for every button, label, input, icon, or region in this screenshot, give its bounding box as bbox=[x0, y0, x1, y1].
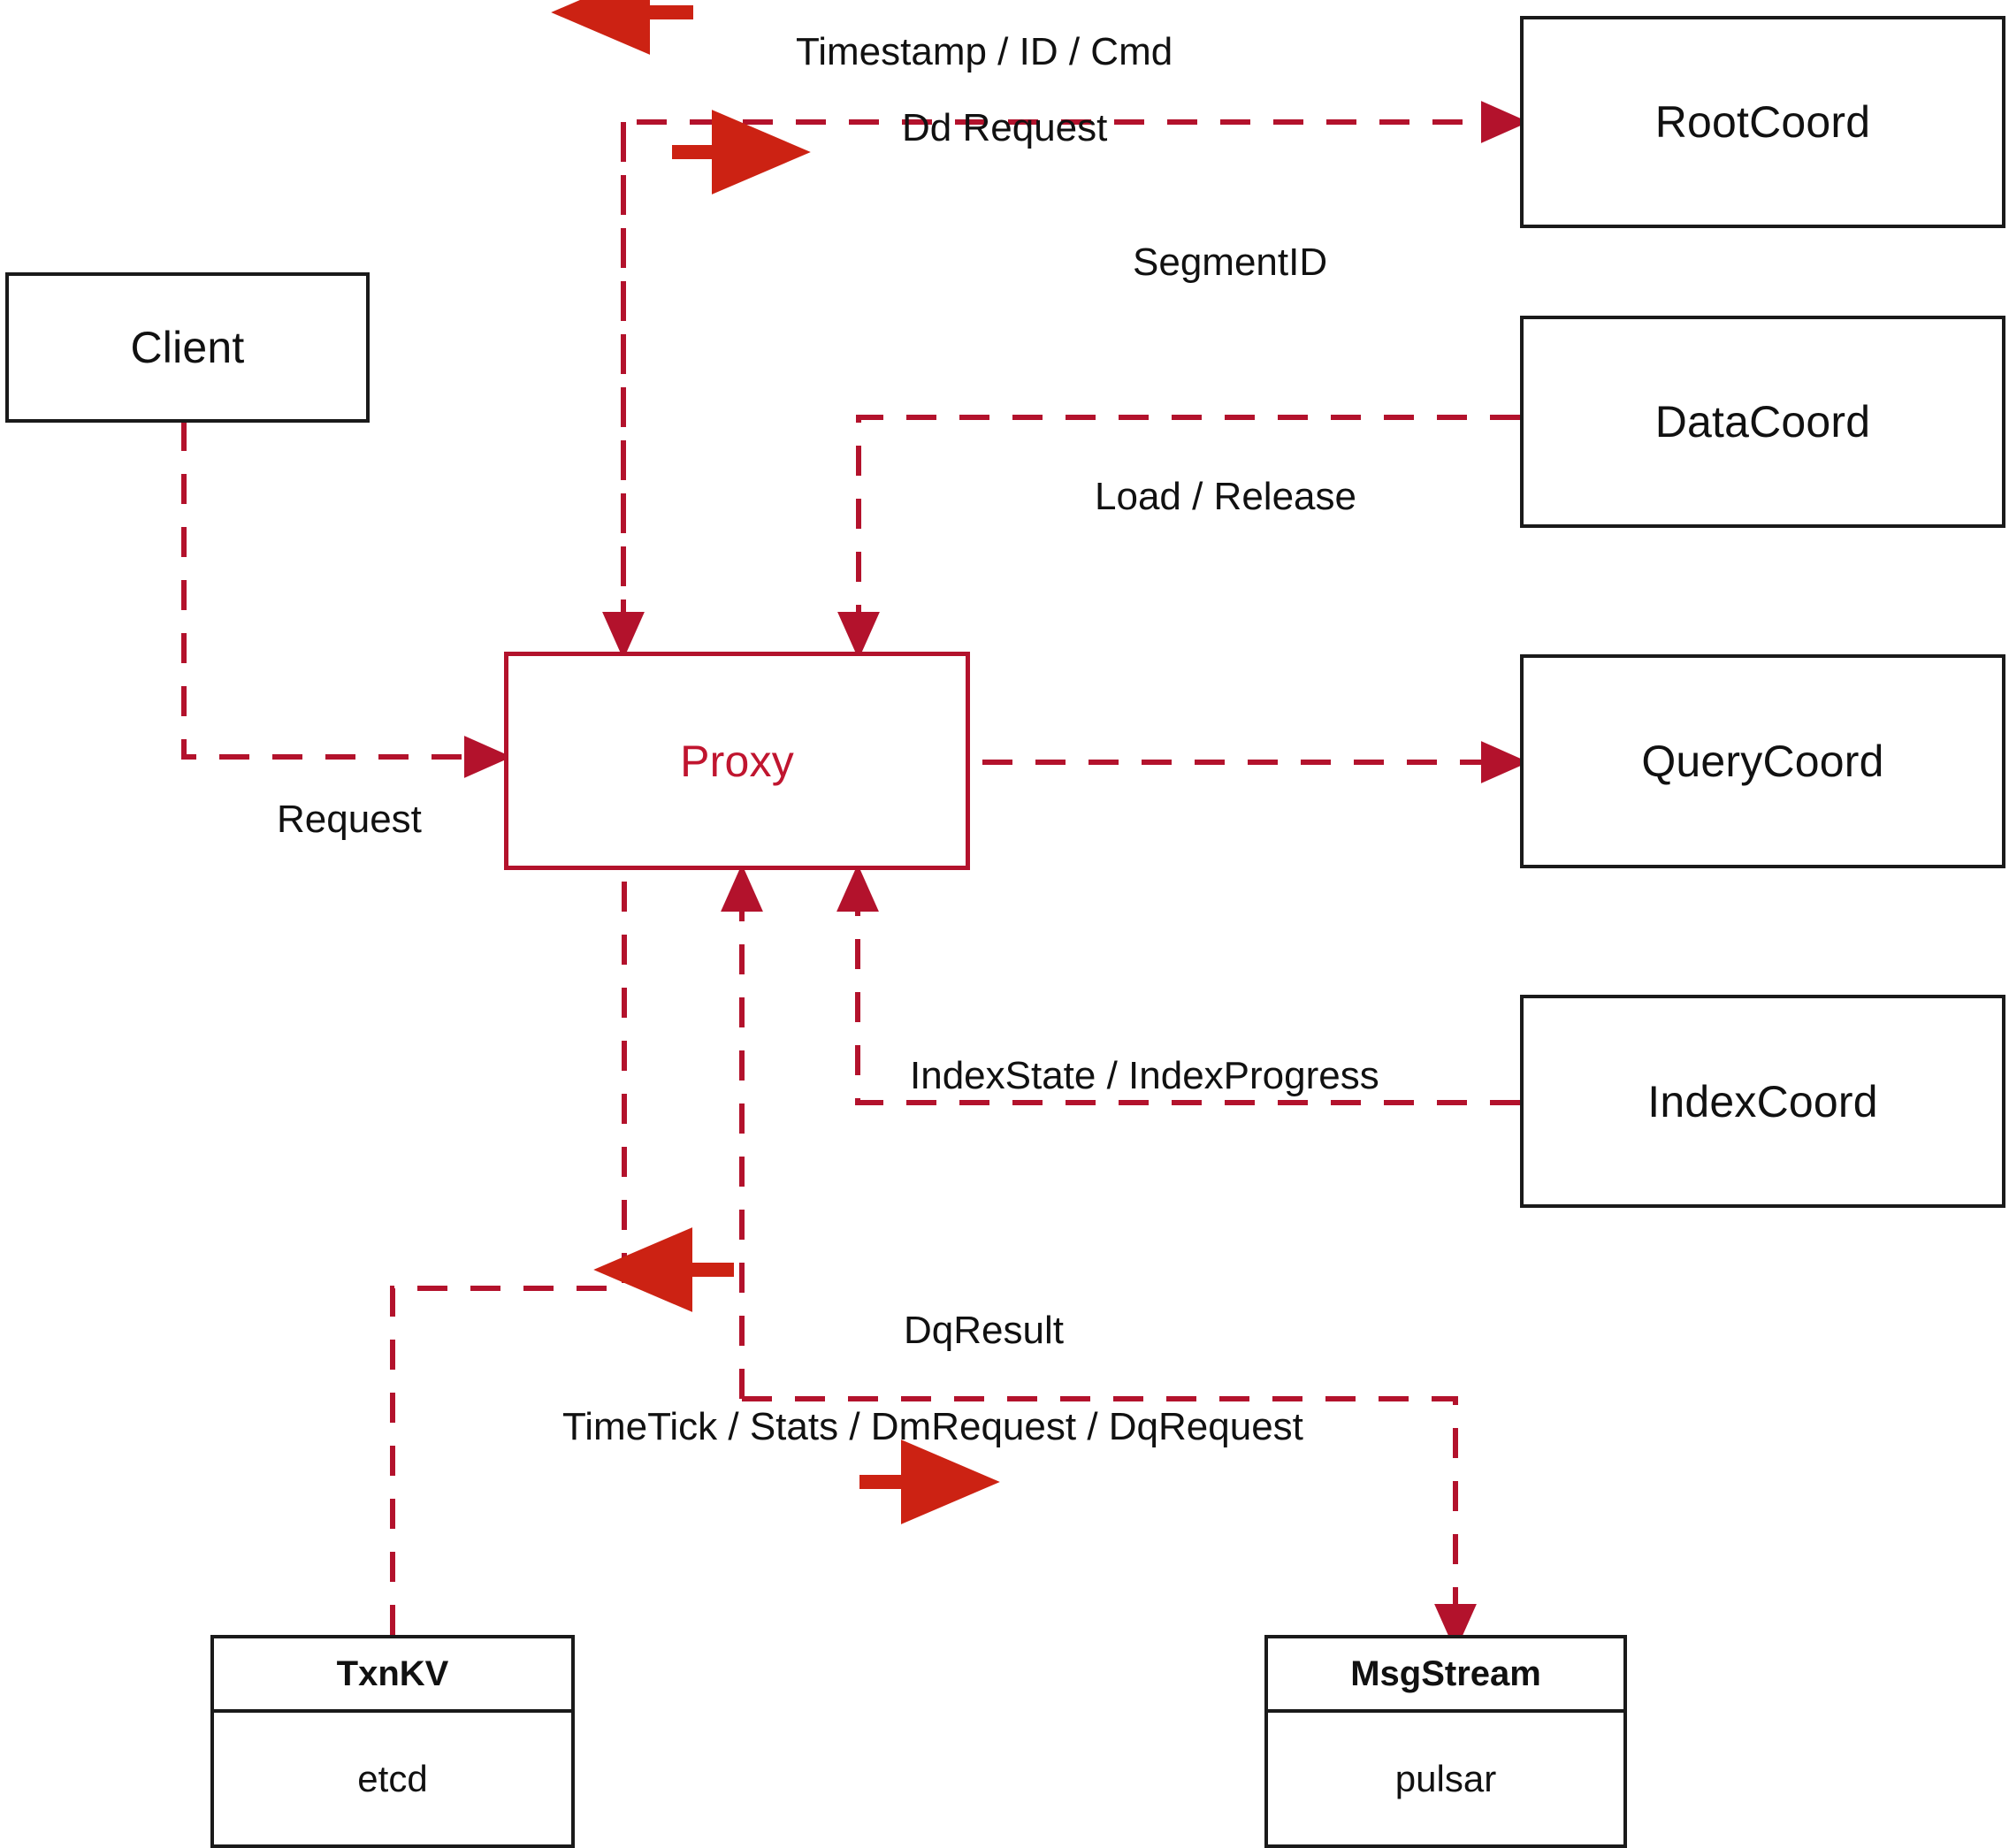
edge-datacoord-to-proxy bbox=[837, 415, 1520, 660]
node-proxy-label: Proxy bbox=[680, 736, 794, 786]
node-msgstream[interactable]: MsgStream pulsar bbox=[1264, 1635, 1627, 1848]
edge-label-timetick-stats: TimeTick / Stats / DmRequest / DqRequest bbox=[562, 1405, 1303, 1448]
node-txnkv[interactable]: TxnKV etcd bbox=[210, 1635, 575, 1848]
edge-label-dq-result: DqResult bbox=[904, 1309, 1064, 1352]
node-msgstream-header: MsgStream bbox=[1268, 1638, 1623, 1713]
edge-label-index-state-progress: IndexState / IndexProgress bbox=[910, 1054, 1379, 1097]
node-proxy[interactable]: Proxy bbox=[504, 652, 970, 870]
node-msgstream-body: pulsar bbox=[1394, 1757, 1497, 1799]
edge-client-to-proxy bbox=[181, 421, 512, 778]
node-querycoord[interactable]: QueryCoord bbox=[1520, 654, 2005, 868]
node-datacoord[interactable]: DataCoord bbox=[1520, 316, 2005, 528]
edge-proxy-to-txnkv bbox=[390, 882, 627, 1635]
edge-label-dd-request: Dd Request bbox=[902, 106, 1108, 149]
node-client[interactable]: Client bbox=[5, 272, 370, 423]
edge-label-timestamp-id-cmd: Timestamp / ID / Cmd bbox=[796, 30, 1173, 73]
node-txnkv-body: etcd bbox=[357, 1757, 428, 1799]
node-indexcoord[interactable]: IndexCoord bbox=[1520, 995, 2005, 1208]
node-querycoord-label: QueryCoord bbox=[1641, 737, 1884, 786]
node-indexcoord-label: IndexCoord bbox=[1647, 1076, 1878, 1126]
edge-label-request: Request bbox=[277, 798, 422, 841]
node-rootcoord[interactable]: RootCoord bbox=[1520, 16, 2005, 228]
node-txnkv-header: TxnKV bbox=[214, 1638, 571, 1713]
edge-proxy-to-msgstream bbox=[742, 1396, 1477, 1652]
edge-label-load-release: Load / Release bbox=[1095, 475, 1356, 518]
edge-label-segmentid: SegmentID bbox=[1133, 241, 1328, 284]
node-datacoord-label: DataCoord bbox=[1654, 397, 1871, 447]
node-client-label: Client bbox=[130, 323, 245, 372]
node-rootcoord-label: RootCoord bbox=[1654, 97, 1871, 147]
edge-indexcoord-to-proxy bbox=[836, 864, 1520, 1105]
